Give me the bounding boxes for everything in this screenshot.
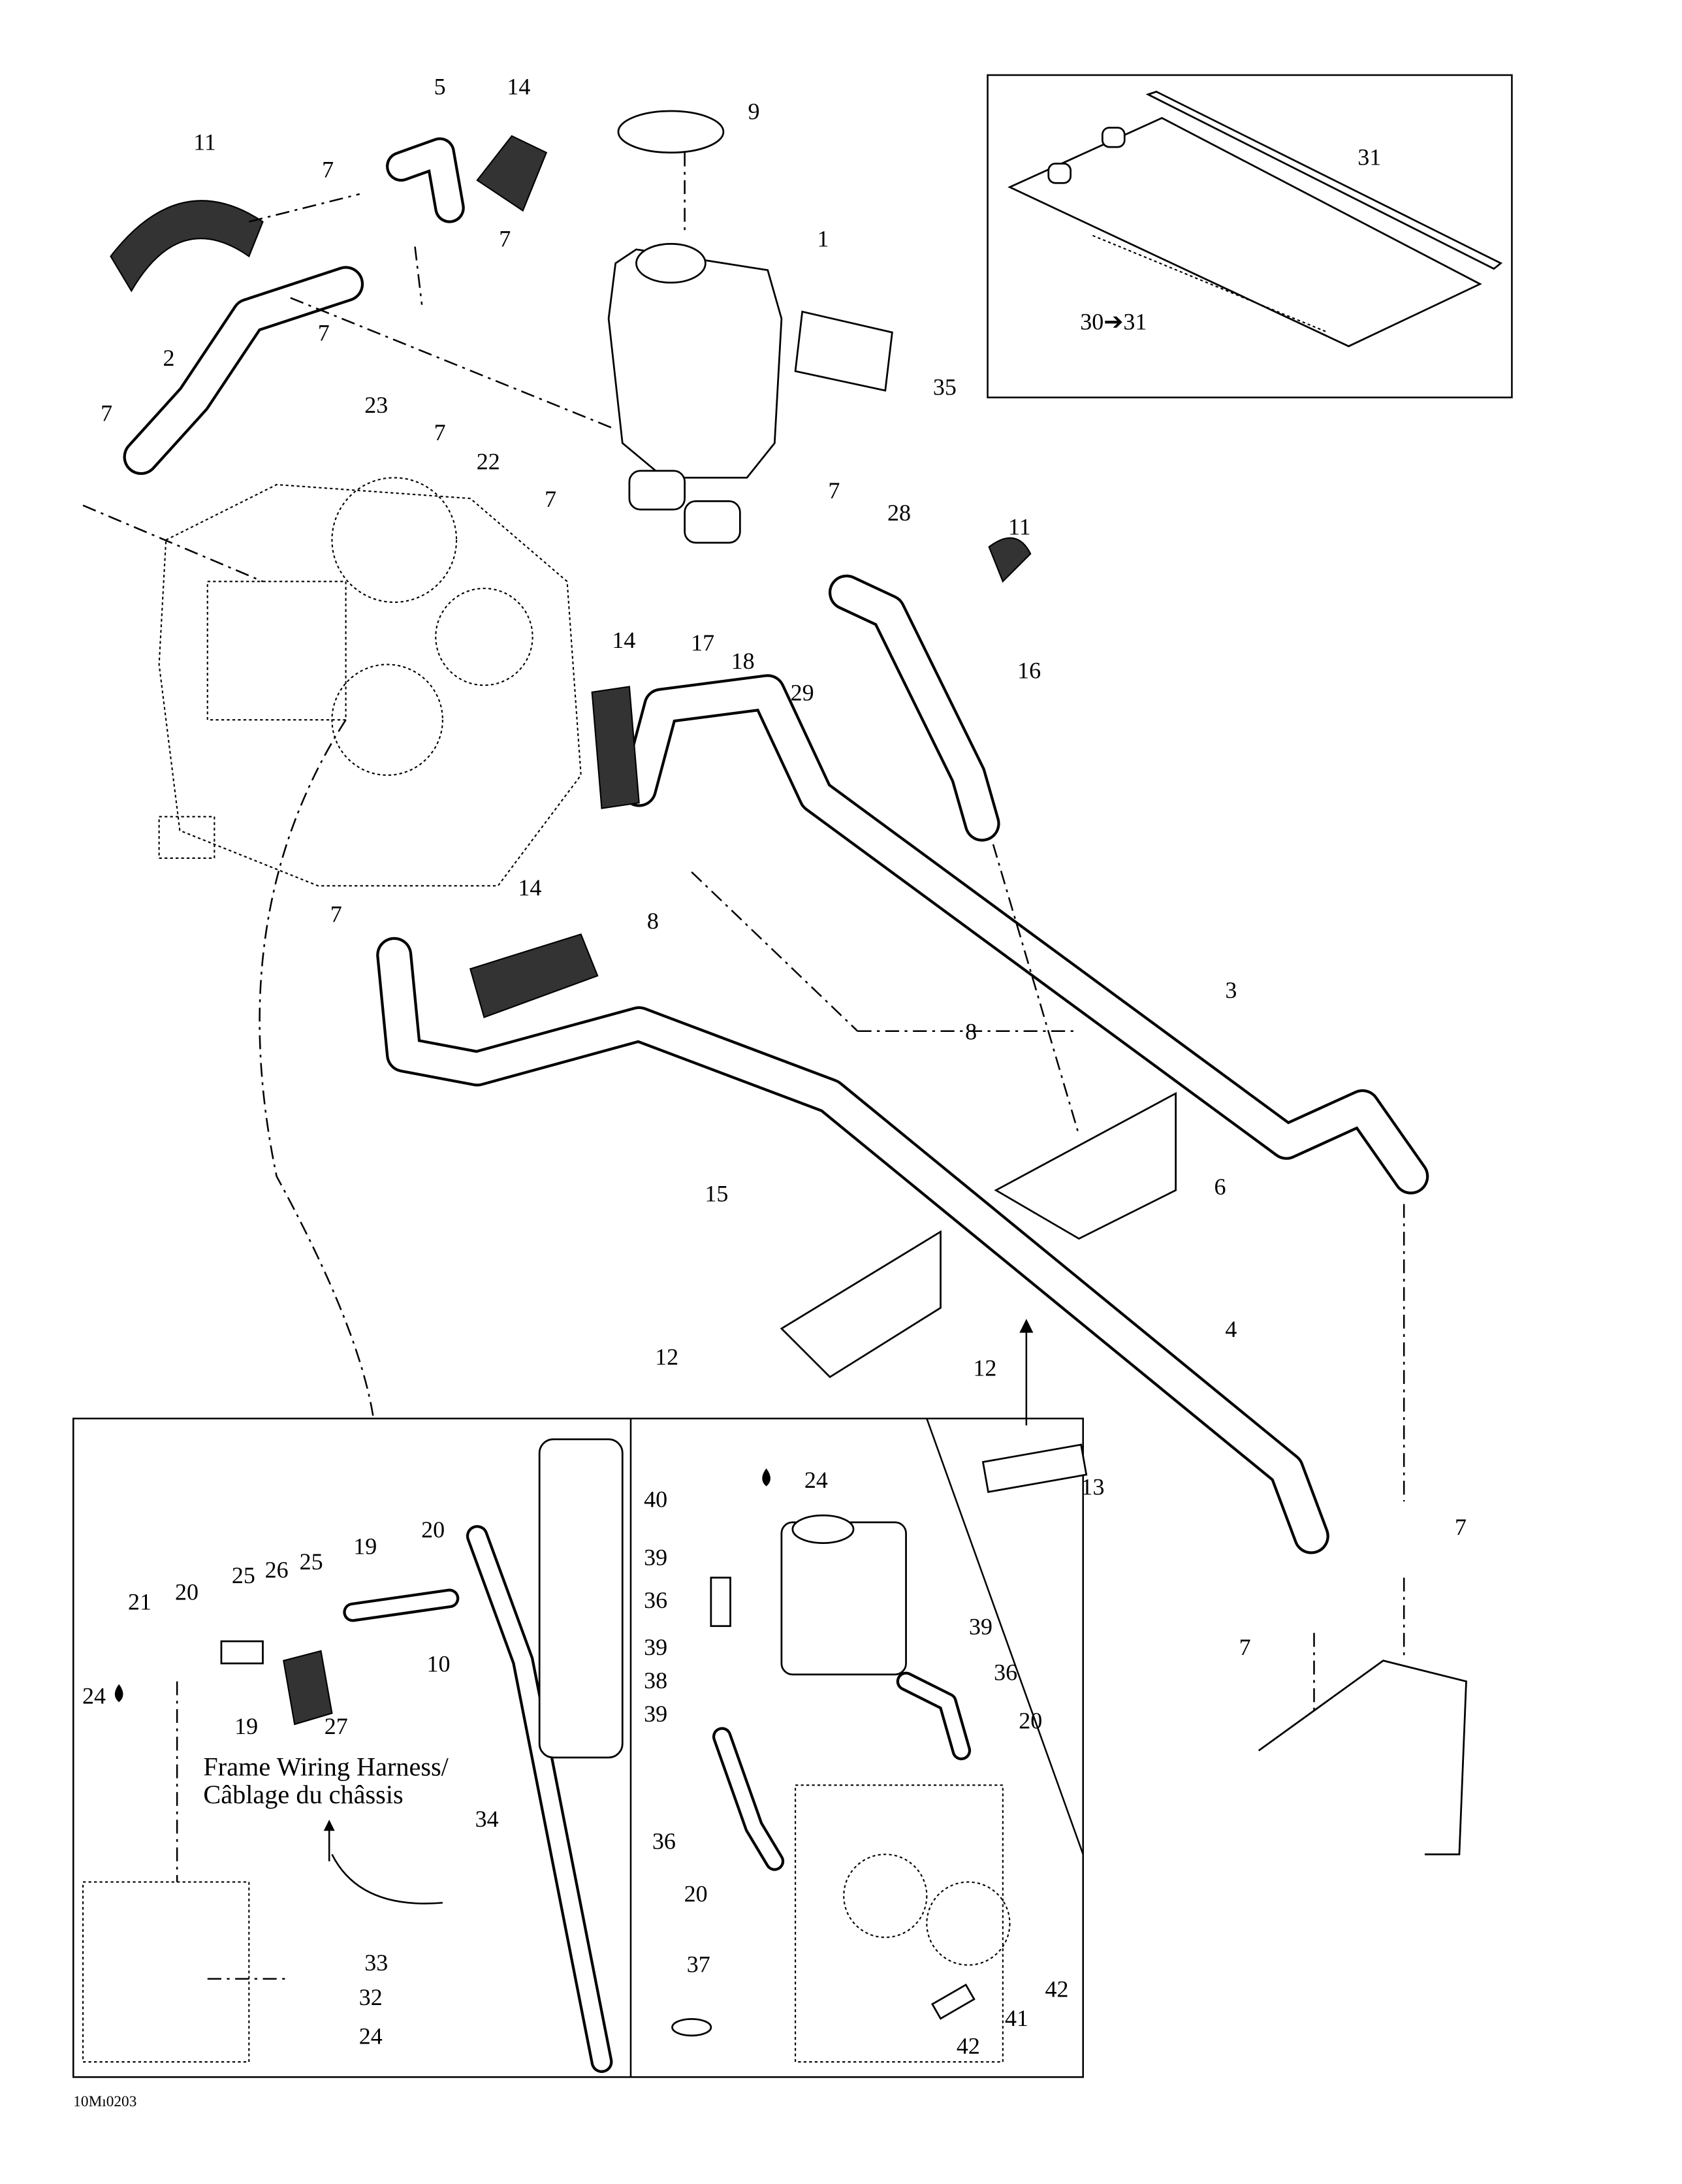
engine bbox=[158, 477, 582, 887]
callout-36: 36 bbox=[994, 1659, 1017, 1685]
callout-16: 16 bbox=[1017, 658, 1041, 684]
callout-7: 7 bbox=[1239, 1634, 1251, 1660]
inset-panel-top-right bbox=[987, 74, 1513, 398]
callout-7: 7 bbox=[1455, 1514, 1467, 1540]
callout-35: 35 bbox=[933, 374, 957, 400]
callout-17: 17 bbox=[691, 630, 714, 656]
callout-24: 24 bbox=[82, 1682, 106, 1709]
callout-42: 42 bbox=[1045, 1976, 1068, 2002]
harness-note-line2: Câblage du châssis bbox=[203, 1780, 403, 1809]
callout-20: 20 bbox=[175, 1579, 198, 1605]
callout-25: 25 bbox=[232, 1562, 255, 1588]
callout-33: 33 bbox=[364, 1950, 388, 1976]
callout-39: 39 bbox=[644, 1634, 667, 1660]
callout-13: 13 bbox=[1081, 1473, 1105, 1500]
heat-exchangers bbox=[780, 1091, 1467, 1855]
callout-8: 8 bbox=[647, 908, 659, 934]
callout-1: 1 bbox=[817, 226, 829, 252]
callout-24: 24 bbox=[804, 1467, 828, 1493]
callout-18: 18 bbox=[731, 648, 755, 674]
drawing-code: 10Mı0203 bbox=[73, 2093, 136, 2110]
callout-38: 38 bbox=[644, 1667, 667, 1694]
drop-icon bbox=[114, 1684, 123, 1703]
callout-12: 12 bbox=[655, 1343, 678, 1370]
callout-20: 20 bbox=[1019, 1707, 1042, 1733]
callout-22: 22 bbox=[477, 449, 500, 475]
callout-15: 15 bbox=[705, 1180, 728, 1206]
callout-10: 10 bbox=[427, 1651, 451, 1677]
callout-42: 42 bbox=[957, 2032, 980, 2059]
callout-36: 36 bbox=[652, 1828, 676, 1854]
callout-11: 11 bbox=[1008, 513, 1031, 539]
callout-7: 7 bbox=[318, 320, 330, 346]
callout-8: 8 bbox=[965, 1019, 977, 1045]
callout-25: 25 bbox=[300, 1549, 323, 1575]
callout-9: 9 bbox=[748, 99, 760, 125]
callout-14: 14 bbox=[518, 875, 541, 901]
callout-19: 19 bbox=[234, 1713, 258, 1739]
callout-2: 2 bbox=[163, 345, 174, 371]
callout-27: 27 bbox=[325, 1713, 348, 1739]
callout-14: 14 bbox=[612, 627, 635, 653]
callout-23: 23 bbox=[364, 392, 388, 418]
callout-36: 36 bbox=[644, 1587, 667, 1613]
coolant-reservoir bbox=[607, 110, 893, 544]
callout-39: 39 bbox=[969, 1613, 992, 1639]
callout-7: 7 bbox=[828, 477, 840, 504]
callout-5: 5 bbox=[434, 74, 446, 100]
callout-37: 37 bbox=[687, 1951, 710, 1977]
callout-19: 19 bbox=[353, 1534, 377, 1560]
leader-lines bbox=[82, 152, 1405, 1980]
callout-12: 12 bbox=[973, 1355, 996, 1381]
callout-7: 7 bbox=[434, 419, 446, 445]
callout-39: 39 bbox=[644, 1545, 667, 1571]
callout-21: 21 bbox=[128, 1588, 151, 1614]
callout-14: 14 bbox=[507, 74, 530, 100]
callout-29: 29 bbox=[791, 679, 814, 705]
inset-panel-bottom bbox=[72, 1417, 1084, 2078]
callout-34: 34 bbox=[475, 1806, 499, 1832]
callout-24: 24 bbox=[359, 2023, 383, 2049]
arrow-up-icon bbox=[1019, 1319, 1034, 1333]
callout-39: 39 bbox=[644, 1701, 667, 1727]
inset-parts bbox=[82, 1438, 1011, 2063]
drop-icon bbox=[762, 1468, 770, 1486]
callout-7: 7 bbox=[330, 901, 342, 927]
callout-20: 20 bbox=[421, 1517, 445, 1543]
callout-11: 11 bbox=[193, 129, 216, 155]
spiral-sleeves bbox=[110, 135, 1032, 1726]
hoses bbox=[123, 137, 1429, 2073]
callout-6: 6 bbox=[1214, 1174, 1226, 1200]
callout-7: 7 bbox=[101, 400, 112, 426]
callout-31: 31 bbox=[1357, 144, 1381, 170]
callout-7: 7 bbox=[322, 157, 334, 183]
callout-20: 20 bbox=[684, 1880, 708, 1906]
callout-32: 32 bbox=[359, 1984, 383, 2010]
callout-30-31: 30➔31 bbox=[1080, 309, 1147, 335]
callout-4: 4 bbox=[1225, 1316, 1237, 1342]
callout-7: 7 bbox=[499, 226, 511, 252]
callout-41: 41 bbox=[1005, 2005, 1028, 2031]
callout-28: 28 bbox=[887, 500, 911, 526]
callout-40: 40 bbox=[644, 1486, 667, 1513]
callout-26: 26 bbox=[265, 1557, 289, 1583]
callout-3: 3 bbox=[1225, 977, 1237, 1003]
harness-note-line1: Frame Wiring Harness/ bbox=[203, 1752, 449, 1782]
callout-7: 7 bbox=[545, 486, 556, 512]
